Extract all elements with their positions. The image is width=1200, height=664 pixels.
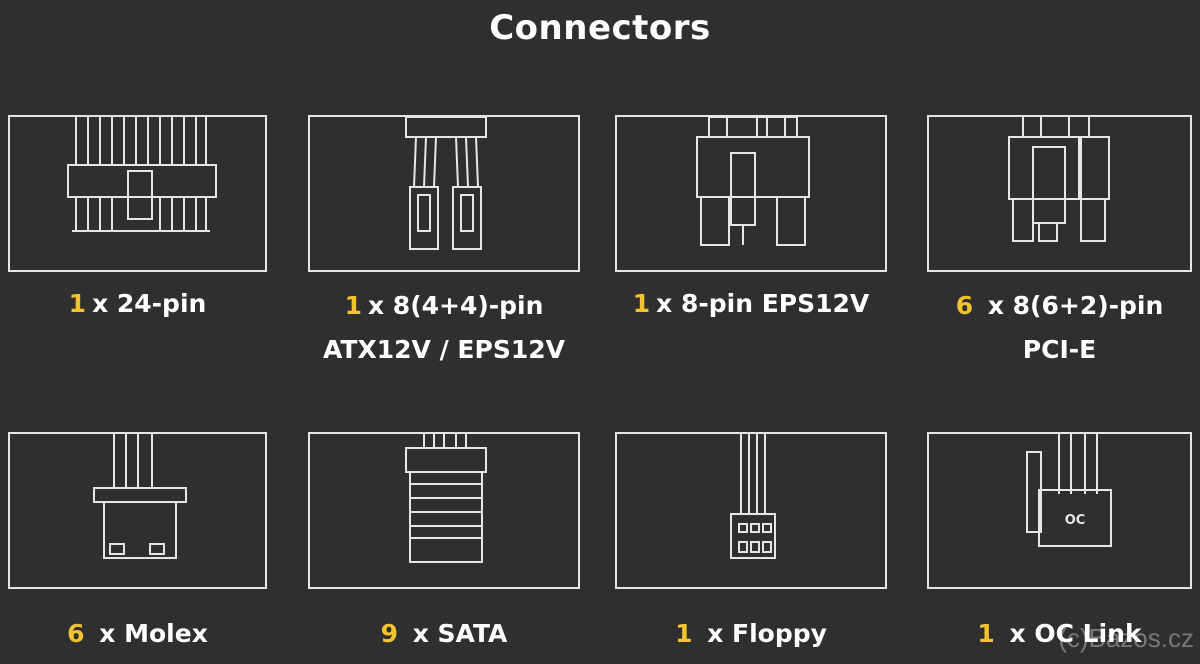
floppy-icon <box>730 434 776 559</box>
connector-card-pcie <box>927 115 1192 272</box>
connector-sublabel: ATX12V / EPS12V <box>323 335 565 364</box>
pcie-6plus2-icon <box>1008 117 1110 242</box>
atx12v-4plus4-icon <box>405 117 487 250</box>
connector-card-eps12v <box>615 115 887 272</box>
connector-count: 1 <box>632 289 651 318</box>
connector-label: x Molex <box>99 619 208 648</box>
connector-caption: 1 x OC Link <box>927 612 1192 656</box>
connector-count: 6 <box>67 619 85 648</box>
connector-caption: 6 x Molex <box>8 612 267 656</box>
connector-card-oclink: OC <box>927 432 1192 589</box>
connector-caption: 1 x Floppy <box>615 612 887 656</box>
connector-card-floppy <box>615 432 887 589</box>
connector-label: x Floppy <box>707 619 827 648</box>
connector-label: x 8(4+4)-pin <box>367 291 544 320</box>
connector-label: x 8-pin EPS12V <box>656 289 870 318</box>
connector-label: x 8(6+2)-pin <box>987 291 1164 320</box>
connector-count: 1 <box>68 289 87 318</box>
connector-count: 1 <box>675 619 693 648</box>
connector-label: x OC Link <box>1009 619 1142 648</box>
connector-count: 6 <box>955 291 974 320</box>
connector-card-4plus4 <box>308 115 580 272</box>
connector-card-sata <box>308 432 580 589</box>
connector-card-24pin <box>8 115 267 272</box>
molex-icon <box>93 434 187 559</box>
connector-caption: 9 x SATA <box>308 612 580 656</box>
connector-label: x 24-pin <box>92 289 207 318</box>
sata-icon <box>405 434 487 563</box>
connector-count: 1 <box>344 291 362 320</box>
oc-link-icon-text: OC <box>1065 513 1086 528</box>
connector-label: x SATA <box>412 619 508 648</box>
watermark: (c)Bazos.cz <box>1058 623 1194 653</box>
connector-caption: 6 x 8(6+2)-pin PCI-E <box>927 284 1192 372</box>
eps12v-8pin-icon <box>696 117 810 246</box>
atx-24pin-icon <box>67 117 217 232</box>
page-title: Connectors <box>489 8 711 48</box>
oc-link-icon: OC <box>1026 434 1112 547</box>
connector-sublabel: PCI-E <box>1022 335 1097 364</box>
connector-count: 9 <box>380 619 398 648</box>
connector-card-molex <box>8 432 267 589</box>
connector-count: 1 <box>977 619 995 648</box>
